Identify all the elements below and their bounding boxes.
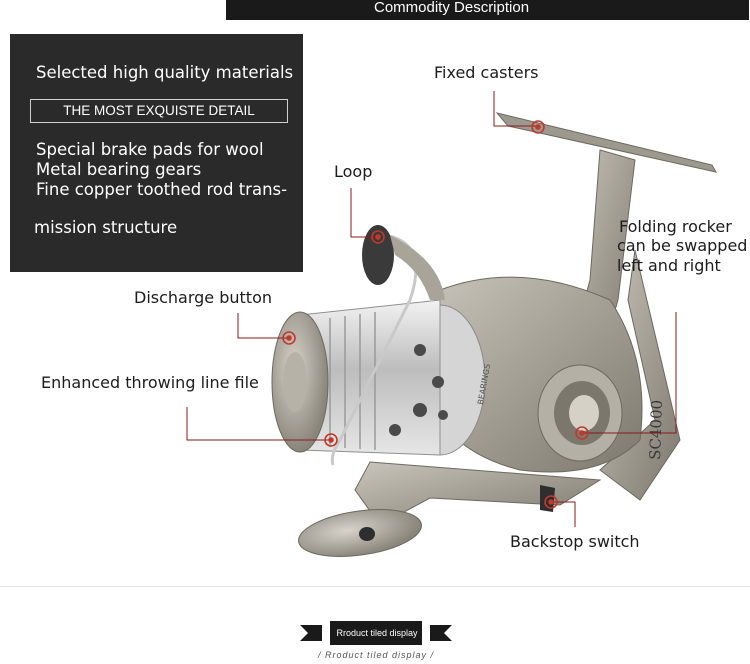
leader-folding-rocker bbox=[582, 312, 677, 434]
features-panel: Selected high quality materials THE MOST… bbox=[10, 34, 303, 272]
leader-backstop-switch bbox=[551, 501, 576, 527]
panel-line-3: Fine copper toothed rod trans- bbox=[36, 180, 288, 199]
callout-folding-rocker-1: Folding rocker bbox=[619, 217, 732, 236]
leader-loop bbox=[350, 188, 378, 238]
footer-ribbon bbox=[300, 621, 452, 645]
model-marking: SC4000 bbox=[646, 400, 666, 461]
panel-line-2: Metal bearing gears bbox=[36, 160, 202, 179]
callout-enhanced-throwing: Enhanced throwing line file bbox=[41, 373, 259, 392]
callout-loop: Loop bbox=[334, 162, 373, 181]
handle-arm bbox=[354, 461, 602, 526]
callout-backstop-switch: Backstop switch bbox=[510, 532, 640, 551]
folding-rocker-arm bbox=[599, 249, 681, 501]
panel-line-1: Special brake pads for wool bbox=[36, 140, 264, 159]
leader-enhanced-throwing bbox=[186, 407, 331, 441]
callout-discharge-button: Discharge button bbox=[134, 288, 272, 307]
section-divider bbox=[0, 586, 750, 587]
loop-knob bbox=[362, 225, 394, 285]
callout-folding-rocker-3: left and right bbox=[617, 256, 721, 275]
panel-boxed-title: THE MOST EXQUISTE DETAIL bbox=[30, 99, 288, 123]
footer-ribbon-label: Rroduct tiled display bbox=[336, 628, 418, 638]
leader-discharge-button bbox=[237, 313, 289, 339]
callout-folding-rocker-2: can be swapped bbox=[617, 236, 748, 255]
backstop-lever bbox=[540, 485, 555, 512]
header-title: Commodity Description bbox=[374, 0, 530, 16]
reel-foot bbox=[495, 112, 717, 173]
panel-heading: Selected high quality materials bbox=[36, 63, 294, 82]
leader-fixed-casters bbox=[493, 91, 538, 127]
callout-fixed-casters: Fixed casters bbox=[434, 63, 539, 82]
footer-sub-caption: / Rroduct tiled display / bbox=[317, 650, 435, 660]
panel-line-4: mission structure bbox=[34, 218, 178, 237]
target-marker-icon bbox=[282, 120, 589, 509]
header-bar: Commodity Description bbox=[226, 0, 749, 20]
